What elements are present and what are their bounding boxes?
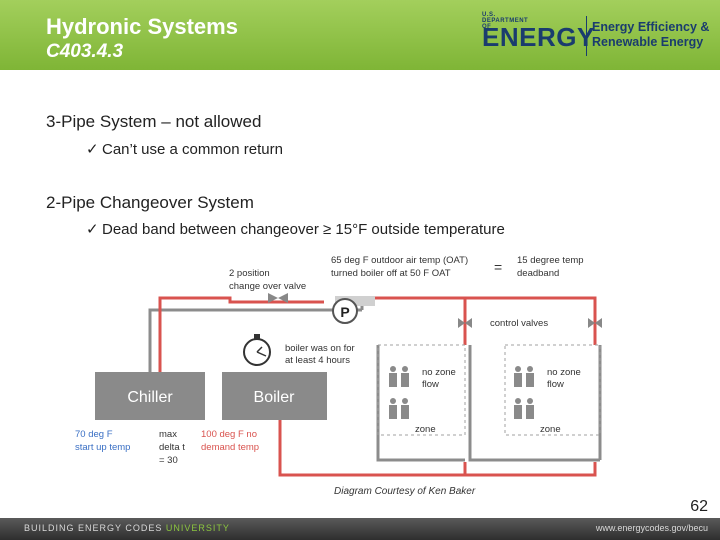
footer-bar: BUILDING ENERGY CODES UNIVERSITY www.ene… <box>0 518 720 540</box>
max-delta-line-3: = 30 <box>159 455 178 466</box>
changeover-valve-icon <box>268 293 288 303</box>
deadband-note-line-2: deadband <box>517 268 559 279</box>
control-valve-1-icon <box>458 318 472 328</box>
eere-line-1: Energy Efficiency & <box>592 20 710 34</box>
pump-icon <box>332 298 358 324</box>
doe-logo-energy-text: ENERGY <box>482 22 595 52</box>
equals-sign: = <box>494 259 502 275</box>
chiller-temp-line-2: start up temp <box>75 442 130 453</box>
heading-2-pipe: 2-Pipe Changeover System <box>46 193 254 212</box>
bullet-common-return: ✓Can’t use a common return <box>86 140 283 158</box>
max-delta-line-2: delta t <box>159 442 185 453</box>
deadband-note-line-1: 15 degree temp <box>517 255 584 266</box>
zone-1-people-icons <box>389 366 409 419</box>
boiler-on-note-line-2: at least 4 hours <box>285 355 350 366</box>
footer-org: BUILDING ENERGY CODES <box>24 523 163 533</box>
zone-1-label: zone <box>415 424 436 435</box>
bullet-dead-band: ✓Dead band between changeover ≥ 15°F out… <box>86 220 505 238</box>
slide-title: Hydronic Systems <box>46 14 238 39</box>
check-icon: ✓ <box>86 221 99 238</box>
chiller-temp-line-1: 70 deg F <box>75 429 113 440</box>
zone-2-box <box>504 344 601 436</box>
diagram-credit: Diagram Courtesy of Ken Baker <box>334 486 476 497</box>
supply-piping <box>158 296 597 477</box>
zone-2-people-icons <box>514 366 534 419</box>
valve-note-line-1: 2 position <box>229 268 270 279</box>
boiler-temp-line-1: 100 deg F no <box>201 429 257 440</box>
boiler-label: Boiler <box>254 389 296 406</box>
zone-1-noflow-line-1: no zone <box>422 367 456 378</box>
zone-2-noflow-line-2: flow <box>547 379 564 390</box>
heading-3-pipe: 3-Pipe System – not allowed <box>46 112 262 131</box>
eere-line-2: Renewable Energy <box>592 35 704 49</box>
header-banner: Hydronic Systems C403.4.3 U.S. DEPARTMEN… <box>0 0 720 70</box>
pump-body <box>335 296 375 306</box>
chiller-box <box>95 372 205 420</box>
footer-left: BUILDING ENERGY CODES UNIVERSITY <box>24 523 230 533</box>
slide-subtitle: C403.4.3 <box>46 41 124 62</box>
check-icon: ✓ <box>86 141 99 158</box>
valve-note-line-2: change over valve <box>229 281 306 292</box>
doe-logo-small-text: U.S. DEPARTMENT OF <box>482 12 529 30</box>
bullet-dead-band-text: Dead band between changeover ≥ 15°F outs… <box>102 221 505 238</box>
oat-note-line-1: 65 deg F outdoor air temp (OAT) <box>331 255 468 266</box>
control-valves-label: control valves <box>490 318 548 329</box>
max-delta-line-1: max <box>159 429 177 440</box>
page-number: 62 <box>690 498 708 515</box>
doe-logo-eere-text: Energy Efficiency & Renewable Energy <box>592 20 709 50</box>
boiler-box <box>222 372 327 420</box>
footer-university: UNIVERSITY <box>165 523 230 533</box>
chiller-label: Chiller <box>127 389 173 406</box>
boiler-temp-line-2: demand temp <box>201 442 259 453</box>
bullet-common-return-text: Can’t use a common return <box>102 141 283 158</box>
pump-label: P <box>340 304 349 320</box>
timer-icon <box>243 334 271 366</box>
boiler-on-note-line-1: boiler was on for <box>285 343 355 354</box>
zone-1-noflow-line-2: flow <box>422 379 439 390</box>
oat-note-line-2: turned boiler off at 50 F OAT <box>331 268 451 279</box>
doe-logo-divider <box>586 16 587 56</box>
zone-1-box <box>377 344 466 436</box>
control-valve-2-icon <box>588 318 602 328</box>
zone-2-label: zone <box>540 424 561 435</box>
footer-url[interactable]: www.energycodes.gov/becu <box>595 523 708 533</box>
zone-2-noflow-line-1: no zone <box>547 367 581 378</box>
